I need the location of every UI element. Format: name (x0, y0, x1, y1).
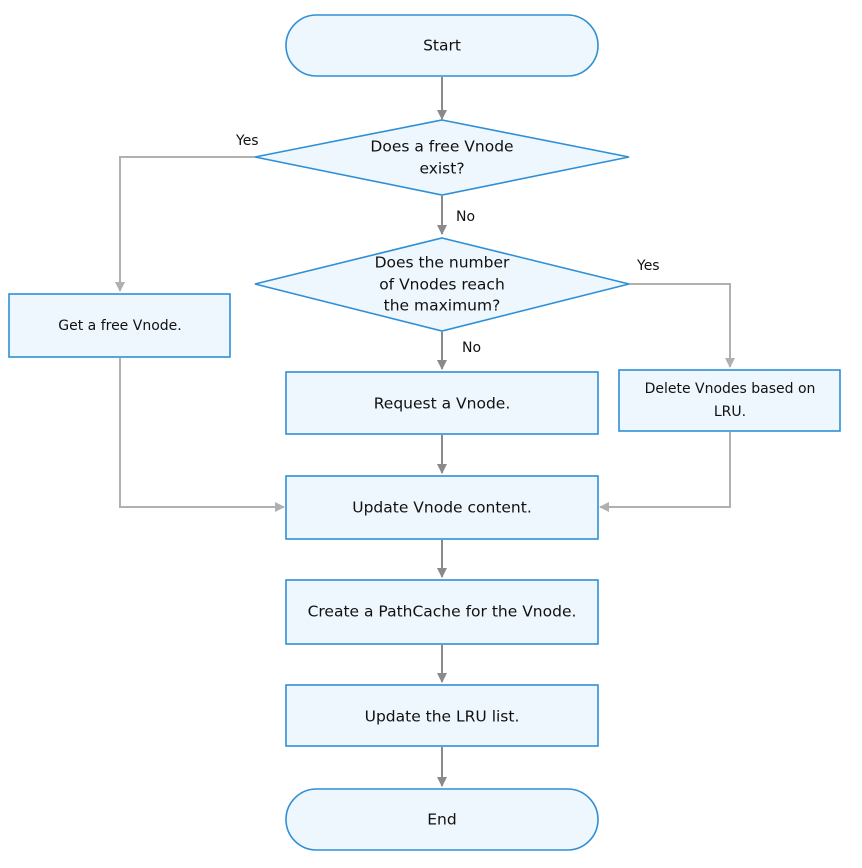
create-pathcache-label: Create a PathCache for the Vnode. (308, 603, 577, 621)
decision-free-vnode (254, 119, 630, 196)
delete-vnodes-box (618, 369, 841, 432)
delete-vnodes-label-line1: Delete Vnodes based on (645, 381, 816, 397)
request-vnode-label: Request a Vnode. (374, 395, 511, 413)
edge-decision-free-yes (115, 156, 255, 292)
create-pathcache-box (285, 579, 599, 645)
branch-no-max: No (462, 340, 481, 356)
start-node (285, 14, 599, 77)
get-free-vnode-label: Get a free Vnode. (58, 318, 181, 334)
decision-free-label-line2: exist? (419, 160, 464, 178)
edge-delete-to-update (599, 432, 731, 512)
branch-yes-max: Yes (636, 258, 660, 274)
edge-get-free-to-update (119, 358, 285, 512)
get-free-vnode-box (8, 293, 231, 358)
update-lru-box (285, 684, 599, 747)
update-vnode-content-box (285, 475, 599, 540)
end-label: End (427, 811, 456, 829)
decision-free-label-line1: Does a free Vnode (370, 138, 513, 156)
end-node (285, 788, 599, 851)
update-vnode-content-label: Update Vnode content. (352, 499, 532, 517)
update-lru-label: Update the LRU list. (365, 708, 520, 726)
delete-vnodes-label-line2: LRU. (714, 404, 746, 420)
branch-yes-free: Yes (235, 133, 259, 149)
edge-decision-max-yes (629, 283, 735, 368)
start-label: Start (423, 37, 461, 55)
decision-max-label-line1: Does the number (375, 254, 510, 272)
request-vnode-box (285, 371, 599, 435)
decision-max-vnodes (254, 237, 630, 332)
branch-no-free: No (456, 209, 475, 225)
decision-max-label-line3: the maximum? (384, 297, 501, 315)
decision-max-label-line2: of Vnodes reach (379, 276, 505, 294)
